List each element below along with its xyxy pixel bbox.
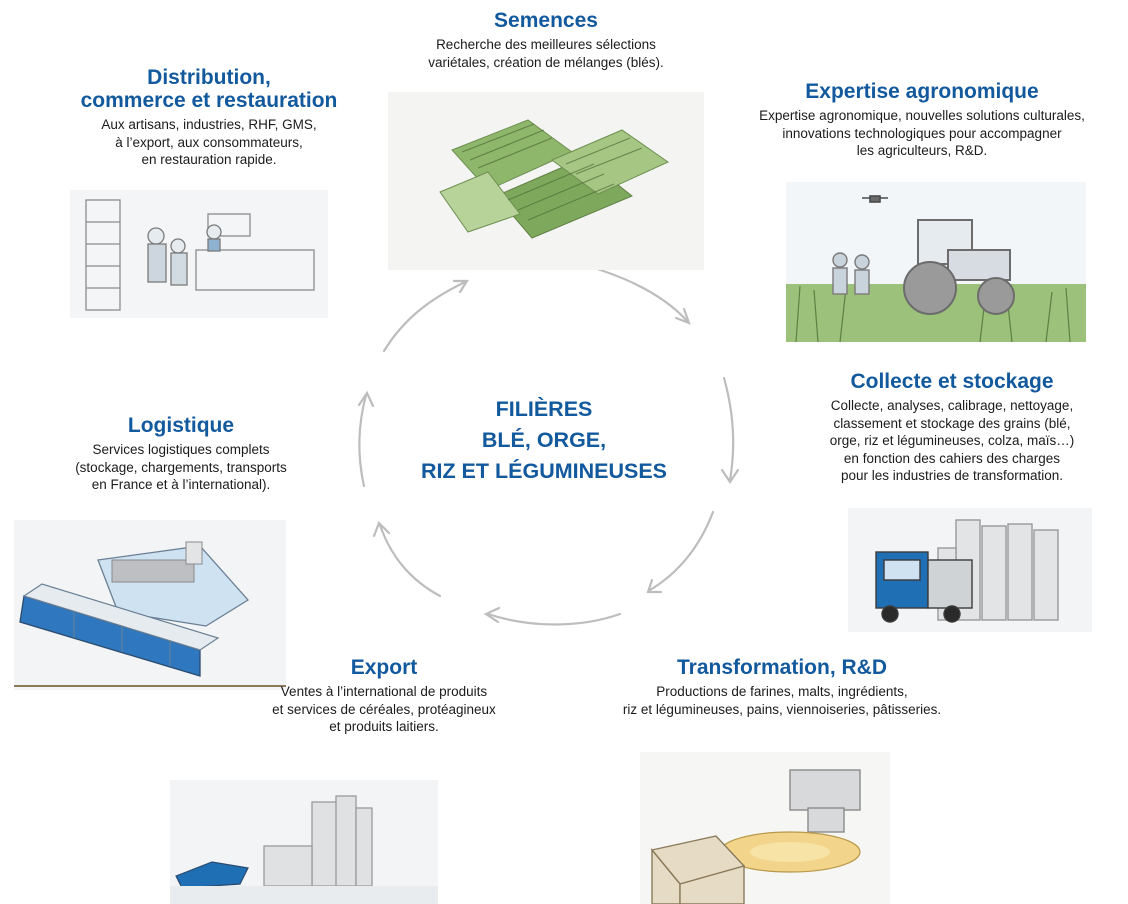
truck-icon (875, 551, 973, 623)
center-label: FILIÈRES BLÉ, ORGE, RIZ ET LÉGUMINEUSES (394, 394, 694, 487)
stage-expertise-desc-line-1: Expertise agronomique, nouvelles solutio… (759, 108, 1085, 123)
stage-collecte-desc-line-5: pour les industries de transformation. (840, 468, 1064, 483)
stage-semences-desc-line-2: variétales, création de mélanges (blés). (428, 54, 664, 70)
center-line-1: FILIÈRES (495, 397, 593, 421)
stage-distribution-desc-line-1: Aux artisans, industries, RHF, GMS, (101, 117, 317, 132)
train-icon (19, 583, 220, 677)
stage-semences-title: Semences (494, 9, 598, 32)
stage-transformation-desc-line-2: riz et légumineuses, pains, viennoiserie… (622, 701, 942, 717)
machine-icon (789, 769, 861, 833)
stage-expertise-title: Expertise agronomique (805, 80, 1039, 103)
cycle-arrow-transformation-to-export (483, 606, 622, 626)
stage-transformation: Transformation, R&D Productions de farin… (574, 656, 990, 718)
port-silos-icon (263, 795, 373, 887)
stage-export-desc-line-1: Ventes à l’international de produits (280, 684, 488, 699)
shop-shelves-icon (85, 199, 315, 311)
stage-logistique-desc-line-1: Services logistiques complets (92, 442, 270, 457)
cargo-ship-icon (97, 541, 249, 627)
cycle-arrow-export-to-logistique (372, 521, 442, 598)
stage-logistique: Logistique Services logistiques complets… (36, 414, 326, 494)
stage-semences-desc: Recherche des meilleures sélections vari… (376, 36, 716, 71)
stage-distribution-desc: Aux artisans, industries, RHF, GMS, à l’… (50, 116, 368, 169)
cycle-arrow-logistique-to-distribution (357, 390, 375, 488)
drone-icon (862, 195, 888, 203)
tractor-icon (903, 219, 1015, 315)
stage-distribution-desc-line-2: à l’export, aux consommateurs, (115, 134, 303, 150)
stage-transformation-desc-line-1: Productions de farines, malts, ingrédien… (656, 684, 908, 699)
stage-transformation-desc: Productions de farines, malts, ingrédien… (574, 683, 990, 718)
carton-box-icon (650, 835, 746, 904)
stage-distribution-title: Distribution, commerce et restauration (50, 66, 368, 112)
stage-export: Export Ventes à l’international de produ… (236, 656, 532, 736)
stage-export-desc-line-2: et services de céréales, protéagineux (272, 701, 496, 717)
transformation-illustration (640, 752, 890, 904)
stage-expertise-desc: Expertise agronomique, nouvelles solutio… (724, 107, 1120, 160)
stage-semences-desc-line-1: Recherche des meilleures sélections (436, 37, 656, 52)
cycle-arrow-collecte-to-transformation (646, 510, 715, 594)
center-line-2: BLÉ, ORGE, (481, 428, 607, 452)
stage-logistique-title: Logistique (127, 414, 235, 437)
stage-distribution-title-line-1: Distribution, (147, 66, 271, 89)
stage-expertise: Expertise agronomique Expertise agronomi… (724, 80, 1120, 160)
stage-collecte-desc: Collecte, analyses, calibrage, nettoyage… (778, 397, 1126, 485)
stage-logistique-desc: Services logistiques complets (stockage,… (36, 441, 326, 494)
stage-collecte-title: Collecte et stockage (850, 370, 1054, 393)
collecte-illustration (848, 508, 1092, 632)
stage-logistique-desc-line-3: en France et à l’international). (91, 477, 271, 492)
stage-expertise-desc-line-2: innovations technologiques pour accompag… (782, 125, 1062, 141)
cycle-arrow-semences-to-expertise (582, 263, 691, 325)
stage-distribution-desc-line-3: en restauration rapide. (141, 152, 277, 167)
semences-illustration (388, 92, 704, 270)
cycle-arrow-distribution-to-semences (382, 279, 470, 353)
farmers-icon (832, 252, 870, 295)
cycle-arrow-expertise-to-collecte (720, 376, 740, 484)
stage-distribution: Distribution, commerce et restauration A… (50, 66, 368, 169)
shoppers-icon (147, 224, 222, 286)
export-illustration (170, 780, 438, 904)
stage-export-desc: Ventes à l’international de produits et … (236, 683, 532, 736)
stage-export-title: Export (350, 656, 418, 679)
stage-collecte-desc-line-1: Collecte, analyses, calibrage, nettoyage… (830, 398, 1074, 413)
stage-logistique-desc-line-2: (stockage, chargements, transports (75, 459, 287, 475)
expertise-illustration (786, 182, 1086, 343)
stage-semences: Semences Recherche des meilleures sélect… (376, 9, 716, 71)
stage-transformation-title: Transformation, R&D (676, 656, 888, 679)
logistique-illustration (14, 520, 286, 690)
stage-collecte: Collecte et stockage Collecte, analyses,… (778, 370, 1126, 485)
product-tray-icon (719, 831, 861, 873)
cycle-arrows (357, 263, 740, 626)
stage-export-desc-line-3: et produits laitiers. (329, 719, 439, 734)
stage-collecte-desc-line-4: en fonction des cahiers des charges (843, 450, 1061, 466)
stage-collecte-desc-line-3: orge, riz et légumineuses, colza, maïs…) (829, 433, 1075, 448)
center-line-3: RIZ ET LÉGUMINEUSES (420, 459, 668, 483)
stage-expertise-desc-line-3: les agriculteurs, R&D. (856, 143, 988, 158)
distribution-illustration (70, 190, 328, 318)
stage-collecte-desc-line-2: classement et stockage des grains (blé, (833, 415, 1071, 431)
stage-distribution-title-line-2: commerce et restauration (80, 89, 338, 112)
